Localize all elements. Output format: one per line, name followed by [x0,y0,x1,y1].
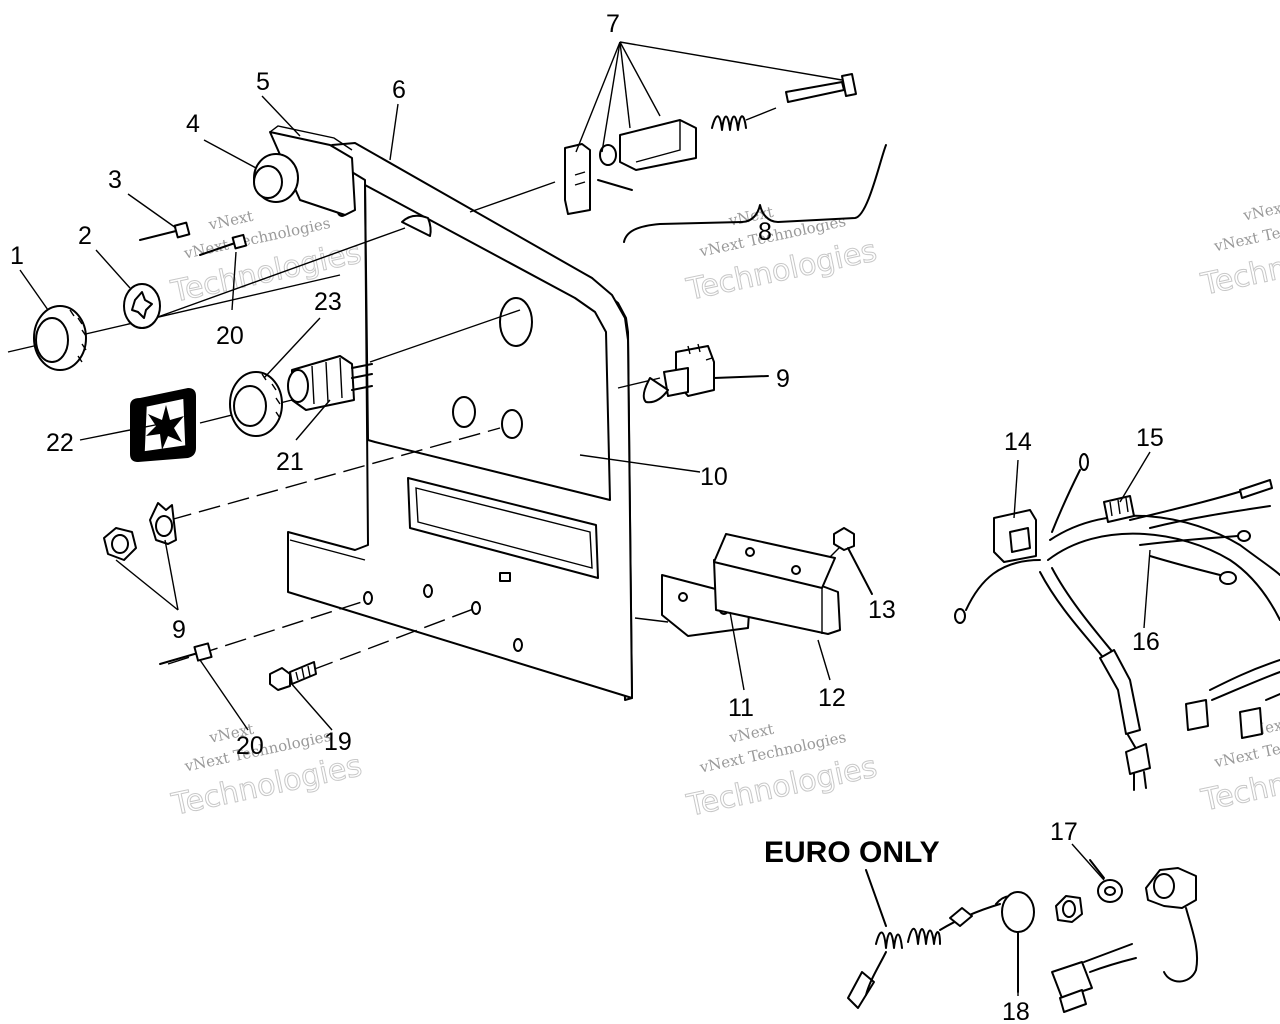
part-5-bracket [269,125,356,216]
part-12-block [713,533,841,635]
euro-only-label: EURO ONLY [764,836,940,869]
part-22-decal [130,388,196,462]
leader-lines [19,41,1151,996]
callout-20-top: 20 [216,322,244,350]
svg-text:vNext: vNext [1241,198,1280,225]
callout-17: 17 [1050,818,1078,846]
part-7-spring [711,107,777,131]
callout-19: 19 [324,728,352,756]
watermark-center-top: vNext vNext Technologies Technologies [683,203,881,309]
callout-22: 22 [46,429,74,457]
callout-14: 14 [1004,428,1032,456]
callout-5: 5 [256,68,270,96]
part-2-lock-washer [123,283,161,329]
part-3-screw [139,221,191,241]
part-1-ring-nut [33,305,87,371]
part-13-nut [833,527,873,595]
callout-7: 7 [606,10,620,38]
part-8-bracket-brace [623,144,887,243]
part-7-latch-pin [785,73,857,103]
callout-18: 18 [1002,998,1030,1024]
watermark-right-top: vNext vNext Technologies Technologies [1197,198,1280,304]
part-15-connector [1103,495,1135,523]
callout-16: 16 [1132,628,1160,656]
part-20-screw-top [199,233,248,256]
part-9-toggle-switch [642,343,769,404]
callout-4: 4 [186,110,200,138]
callouts: 1 2 3 4 5 6 7 8 9 9 10 11 12 13 14 15 16… [10,10,1164,1024]
callout-23: 23 [314,288,342,316]
callout-15: 15 [1136,424,1164,452]
part-14-connector [993,509,1037,563]
callout-1: 1 [10,242,24,270]
part-7-latch-body [599,119,697,171]
watermark-center-bottom: vNext vNext Technologies Technologies [683,720,881,825]
part-21-ignition-switch [287,355,373,411]
part-23-collar-nut [229,371,283,437]
callout-2: 2 [78,222,92,250]
part-9-washer [149,502,177,545]
callout-8: 8 [758,218,772,246]
console-panel [287,142,633,701]
callout-10: 10 [700,463,728,491]
svg-text:vNext: vNext [206,207,255,234]
callout-20-bottom: 20 [236,732,264,760]
callout-9-toggle: 9 [776,365,790,393]
callout-6: 6 [392,76,406,104]
callout-21: 21 [276,448,304,476]
part-19-bolt [269,661,317,691]
part-4-bushing [253,153,299,203]
callout-11: 11 [728,694,754,722]
part-16-wiring-harness [954,453,1280,791]
part-20-screw-bottom [159,642,213,665]
callout-9-nut: 9 [172,616,186,644]
callout-3: 3 [108,166,122,194]
watermark-left-bottom: vNext vNext Technologies Technologies [168,720,366,824]
part-9-hex-nut [103,527,137,561]
callout-13: 13 [868,596,896,624]
part-7-latch-lever [564,143,633,215]
callout-12: 12 [818,684,846,712]
svg-text:vNext: vNext [727,720,776,747]
euro-kill-switch-assembly [847,859,1199,1013]
